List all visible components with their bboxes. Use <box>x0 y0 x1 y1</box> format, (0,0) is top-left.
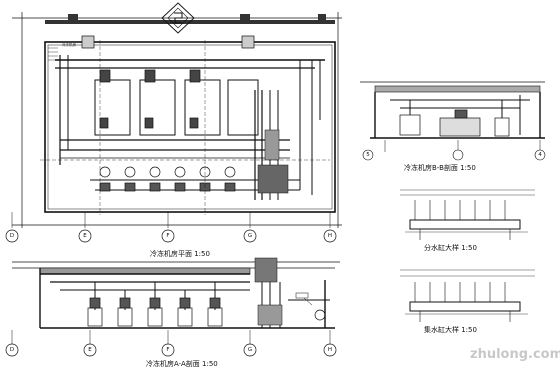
axis-label-d: D <box>10 233 14 239</box>
aa-axis-label-d: D <box>10 347 14 353</box>
return-header-caption: 集水缸大样 1:50 <box>424 325 477 334</box>
section-aa-caption: 冷冻机房A-A剖面 1:50 <box>146 359 218 368</box>
axis-label-h: H <box>328 233 332 239</box>
aa-axis-label-g: G <box>248 347 252 353</box>
watermark-logo: zhulong.com <box>470 347 560 362</box>
return-header-detail <box>400 269 535 322</box>
aa-axis-label-f: F <box>166 347 169 353</box>
supply-header-caption: 分水缸大样 1:50 <box>424 243 477 252</box>
bb-axis-label-4: 4 <box>538 152 542 158</box>
supply-header-detail <box>400 189 535 240</box>
aa-axis-label-e: E <box>88 347 92 353</box>
section-bb-view <box>360 81 545 152</box>
plan-caption: 冷冻机房平面 1:50 <box>150 249 210 258</box>
section-aa-view <box>11 257 340 344</box>
bb-axis-label-5: 5 <box>366 152 370 158</box>
section-aa-axis-bubbles: D E F G H <box>5 343 337 357</box>
axis-label-f: F <box>166 233 169 239</box>
plan-axis-bubbles: D E F G H <box>5 229 337 243</box>
plan-view <box>11 2 342 228</box>
axis-label-g: G <box>248 233 252 239</box>
plan-note: 冷冻机房 <box>62 42 76 47</box>
section-bb-caption: 冷冻机房B-B剖面 1:50 <box>404 163 476 172</box>
section-bb-axis-bubbles: 5 4 <box>362 149 546 161</box>
aa-axis-label-h: H <box>328 347 332 353</box>
axis-label-e: E <box>83 233 87 239</box>
